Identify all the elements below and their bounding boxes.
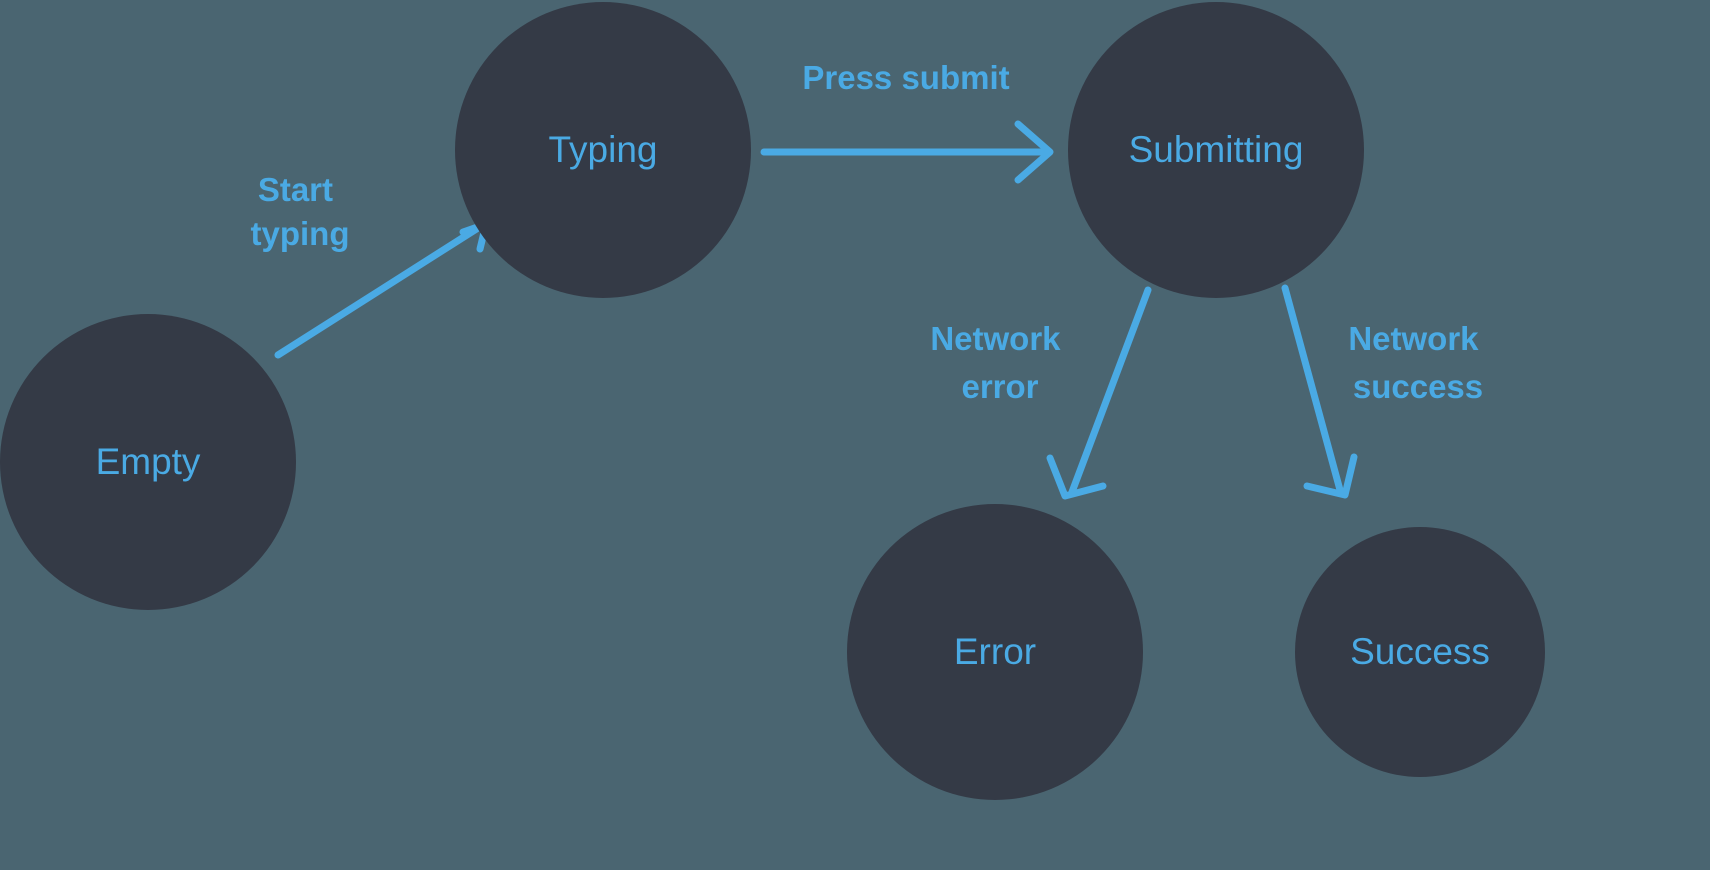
edge-label-line: success	[1353, 368, 1483, 405]
state-node-typing[interactable]: Typing	[455, 2, 751, 298]
state-label-error: Error	[954, 631, 1036, 672]
edge-submitting-to-success-label: Network success	[1348, 320, 1487, 405]
state-circle-submitting	[1068, 2, 1364, 298]
edge-label-line: Press submit	[802, 59, 1009, 96]
edge-typing-to-submitting[interactable]: Press submit	[760, 59, 1054, 184]
edge-submitting-to-error-label: Network error	[930, 320, 1069, 405]
state-label-typing: Typing	[548, 129, 657, 170]
state-circle-typing	[455, 2, 751, 298]
edge-submitting-to-success-arrowhead	[1303, 453, 1358, 499]
edge-submitting-to-error-line	[1068, 286, 1152, 496]
edge-empty-to-typing[interactable]: Start typing	[251, 171, 490, 359]
state-node-submitting[interactable]: Submitting	[1068, 2, 1364, 298]
edge-submitting-to-success[interactable]: Network success	[1281, 284, 1488, 499]
edge-submitting-to-success-line	[1281, 284, 1344, 494]
edge-empty-to-typing-line	[274, 224, 482, 359]
edge-label-line: Start	[258, 171, 333, 208]
edge-label-line: typing	[251, 215, 350, 252]
state-circle-error	[847, 504, 1143, 800]
edge-submitting-to-error-arrowhead	[1046, 454, 1107, 500]
edge-empty-to-typing-label: Start typing	[251, 171, 350, 252]
state-label-success: Success	[1350, 631, 1490, 672]
state-node-success[interactable]: Success	[1295, 527, 1545, 777]
edge-typing-to-submitting-label: Press submit	[802, 59, 1009, 96]
edge-label-line: Network	[930, 320, 1061, 357]
state-label-submitting: Submitting	[1129, 129, 1304, 170]
edge-label-line: error	[961, 368, 1038, 405]
edge-typing-to-submitting-arrowhead	[1014, 120, 1054, 184]
edge-submitting-to-error[interactable]: Network error	[930, 286, 1152, 500]
state-label-empty: Empty	[96, 441, 201, 482]
state-circle-success	[1295, 527, 1545, 777]
state-circle-empty	[0, 314, 296, 610]
state-node-error[interactable]: Error	[847, 504, 1143, 800]
state-node-empty[interactable]: Empty	[0, 314, 296, 610]
edge-label-line: Network	[1348, 320, 1479, 357]
